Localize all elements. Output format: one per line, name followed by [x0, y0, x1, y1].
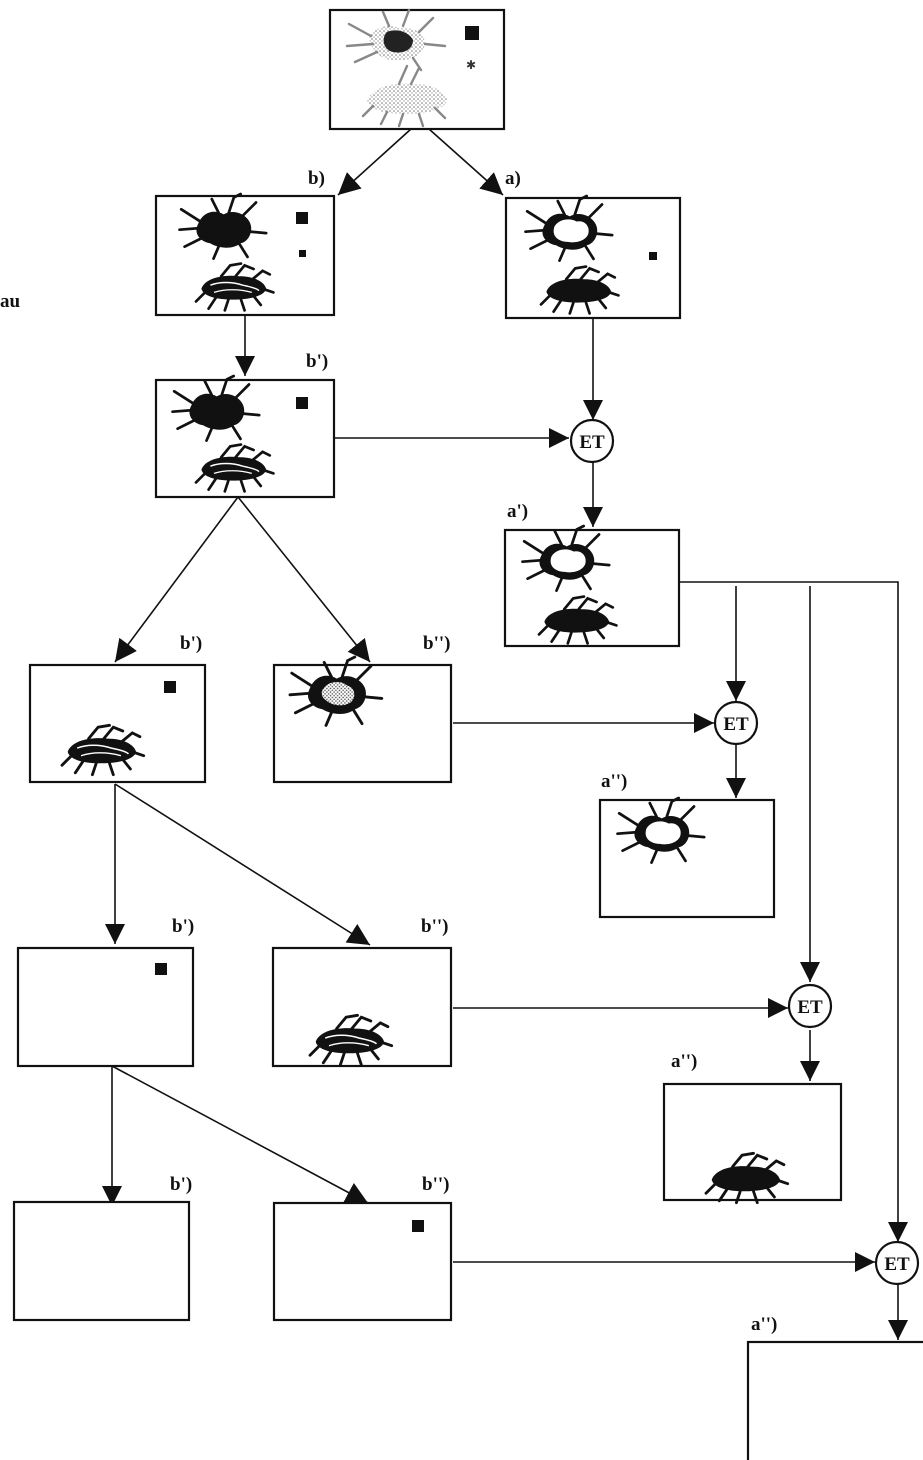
marker-small-square	[299, 250, 306, 257]
node-label: b')	[170, 1174, 192, 1195]
junction-et4: ET	[876, 1242, 918, 1284]
marker-square	[164, 681, 176, 693]
node-a3: a'')	[600, 771, 774, 917]
marker-square	[296, 397, 308, 409]
node-root: ✱	[330, 10, 504, 129]
marker-small-x: ✱	[466, 58, 476, 72]
node-c4: b'')	[273, 916, 451, 1066]
node-a4: a'')	[664, 1051, 841, 1203]
node-label: a)	[505, 168, 521, 189]
node-b5: b')	[14, 1174, 192, 1320]
junction-label: ET	[797, 997, 823, 1018]
marker-square	[296, 212, 308, 224]
junction-et1: ET	[571, 420, 613, 462]
node-a5: a'')	[748, 1314, 923, 1460]
node-label: b')	[172, 916, 194, 937]
edge-root-a1	[429, 129, 503, 195]
junction-label: ET	[579, 432, 605, 453]
node-a2: a')	[505, 501, 679, 646]
edge-b3-c4	[115, 784, 370, 945]
node-label: a')	[507, 501, 528, 522]
junction-label: ET	[884, 1254, 910, 1275]
node-a1: a)	[505, 168, 680, 318]
node-label: b')	[180, 633, 202, 654]
marker-square	[465, 26, 479, 40]
node-label: a'')	[601, 771, 627, 792]
node-b1: b)	[156, 168, 334, 315]
junction-label: ET	[723, 714, 749, 735]
node-label: b'')	[422, 1174, 449, 1195]
node-c3: b'')	[274, 633, 451, 782]
node-label: a'')	[751, 1314, 777, 1335]
edge-root-b1	[338, 129, 411, 195]
node-label: b'')	[421, 916, 448, 937]
marker-square	[155, 963, 167, 975]
node-b3: b')	[30, 633, 205, 782]
edge-b2-c3	[238, 497, 370, 662]
side-text: au	[0, 291, 21, 312]
edge-b4-c5	[112, 1066, 368, 1203]
edge-b2-b3	[115, 497, 238, 662]
junction-et3: ET	[789, 985, 831, 1027]
node-label: b)	[308, 168, 325, 189]
junction-et2: ET	[715, 702, 757, 744]
node-label: b'')	[423, 633, 450, 654]
node-c5: b'')	[274, 1174, 451, 1320]
node-label: a'')	[671, 1051, 697, 1072]
marker-square	[412, 1220, 424, 1232]
marker-small-square	[649, 252, 657, 260]
node-b4: b')	[18, 916, 194, 1066]
node-label: b')	[306, 351, 328, 372]
